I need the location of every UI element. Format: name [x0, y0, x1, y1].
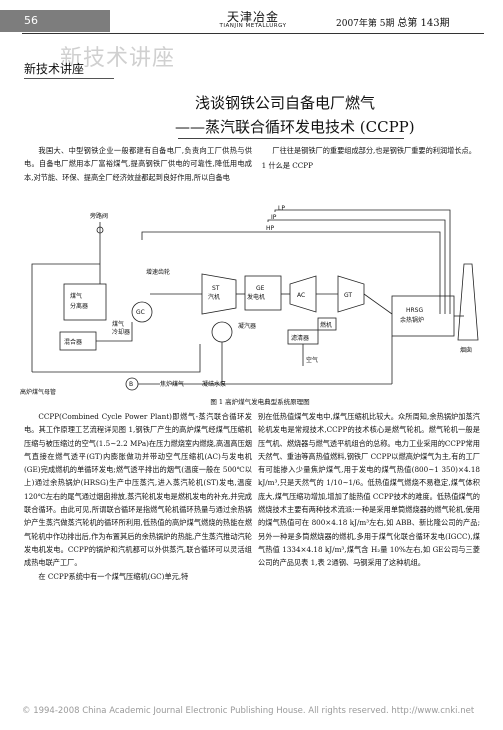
- intro-paragraph-cont: 厂往往是钢铁厂的重要组成部分,也是钢铁厂重要的利润增长点。: [272, 146, 476, 155]
- body-paragraph: 别在低热值煤气发电中,煤气压缩机比较大。众所周知,余热锅炉加蒸汽轮机发电是常规技…: [258, 412, 480, 568]
- intro-left-column: 我国大、中型钢铁企业一般都建有自备电厂,负责向工厂供热与供电。自备电厂燃用本厂富…: [24, 144, 252, 184]
- intro-paragraph: 我国大、中型钢铁企业一般都建有自备电厂,负责向工厂供热与供电。自备电厂燃用本厂富…: [24, 146, 252, 182]
- hrsg-label-2: 余热锅炉: [400, 316, 424, 324]
- chimney-shape: [457, 263, 479, 341]
- lp-line: [274, 209, 451, 314]
- ge-label-1: GE: [256, 285, 265, 292]
- gas-separator-label-2: 分离器: [70, 302, 88, 310]
- condenser-circle: [211, 321, 233, 343]
- section-label: 新技术讲座: [24, 62, 85, 76]
- page-number: 56: [0, 10, 110, 32]
- ip-label: IP: [271, 214, 277, 221]
- journal-title: 天津冶金: [226, 10, 279, 24]
- gt-shape: [337, 275, 365, 313]
- combustor-box: [317, 317, 337, 331]
- article-title: 浅谈钢铁公司自备电厂燃气: [195, 94, 376, 112]
- title-underline: [178, 138, 404, 139]
- gas-cooler-label-2: 冷却器: [112, 328, 130, 336]
- section-heading: 1 什么是 CCPP: [261, 161, 313, 171]
- hp-label: HP: [266, 225, 275, 232]
- body-right-column: 别在低热值煤气发电中,煤气压缩机比较大。众所周知,余热锅炉加蒸汽轮机发电是常规技…: [258, 410, 480, 570]
- body-paragraph: 在 CCPP系统中有一个煤气压缩机(GC)单元,特: [38, 571, 189, 581]
- issue-info: 2007年第 5期 总第 143期: [336, 14, 450, 29]
- ac-label: AC: [297, 292, 305, 299]
- gearbox-label: 增速齿轮: [146, 268, 170, 276]
- gc-circle: [131, 301, 153, 323]
- gt-label: GT: [344, 292, 352, 299]
- copyright-footer: © 1994-2008 China Academic Journal Elect…: [22, 706, 475, 716]
- bfg-label: 高炉煤气母管: [20, 388, 56, 396]
- intro-right-column: 厂往往是钢铁厂的重要组成部分,也是钢铁厂重要的利润增长点。 1 什么是 CCPP: [258, 144, 480, 173]
- article-subtitle: ——蒸汽联合循环发电技术 (CCPP): [175, 118, 415, 136]
- chimney-label: 烟囱: [460, 346, 472, 354]
- st-label-1: ST: [212, 285, 220, 292]
- gas-cooler-label-1: 煤气: [112, 320, 124, 328]
- header-rule: [22, 33, 484, 34]
- section-rule: [24, 78, 114, 79]
- journal-title-en: TIANJIN METALLURGY: [219, 23, 287, 29]
- issue-total: 总第 143期: [397, 18, 450, 29]
- gas-separator-label-1: 煤气: [70, 292, 82, 300]
- pump-label: B: [129, 381, 133, 388]
- section-label-watermark: 新技术讲座: [60, 46, 176, 71]
- st-shape: [201, 273, 237, 315]
- hp-line: [141, 231, 441, 314]
- feed-pump-label: 凝结水泵: [202, 380, 226, 388]
- st-label-2: 汽机: [208, 293, 220, 301]
- filter-label: 滤清器: [291, 334, 309, 342]
- figure-caption: 图 1 高炉煤气发电典型系统原理图: [210, 398, 310, 406]
- gc-label: GC: [136, 309, 145, 316]
- ge-label-2: 发电机: [247, 293, 265, 301]
- mixer-label: 混合器: [64, 338, 82, 346]
- ip-line: [267, 219, 446, 314]
- lp-label: LP: [278, 205, 285, 212]
- issue-number: 2007年第 5期: [336, 19, 395, 29]
- bypass-valve-label: 旁路阀: [90, 212, 108, 220]
- process-diagram: LP IP HP 旁路阀 煤气 分离器 GC 煤气 冷却器 混合器 增速齿轮 S…: [20, 205, 479, 396]
- ac-shape: [289, 275, 317, 313]
- combustor-label: 燃机: [320, 321, 332, 329]
- air-label: 空气: [306, 356, 318, 364]
- body-paragraph: CCPP(Combined Cycle Power Plant)即燃气-蒸汽联合…: [24, 412, 252, 568]
- coke-gas-label: 焦炉煤气: [160, 380, 184, 388]
- body-left-column: CCPP(Combined Cycle Power Plant)即燃气-蒸汽联合…: [24, 410, 252, 583]
- condenser-label: 凝汽器: [238, 322, 256, 330]
- gas-separator-box: [63, 283, 107, 321]
- ge-box: [244, 275, 282, 311]
- hrsg-label-1: HRSG: [406, 307, 423, 314]
